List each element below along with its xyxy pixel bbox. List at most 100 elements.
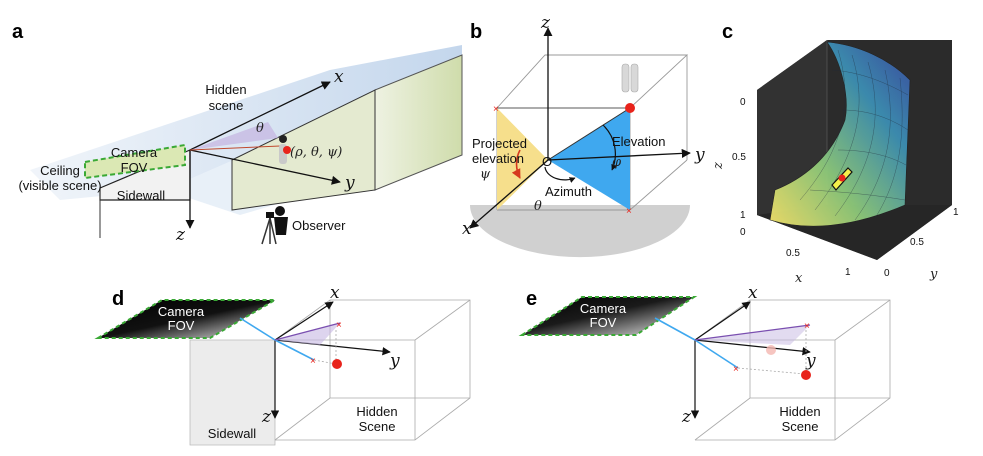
camera-fov-label-line1: Camera	[111, 145, 158, 160]
guide-line	[737, 367, 806, 375]
ray-blue	[654, 317, 696, 341]
target-point	[283, 146, 291, 154]
axis-x-label: x	[330, 283, 340, 303]
axis-y-label: y	[344, 173, 355, 193]
camera-fov-label-line1: Camera	[158, 304, 205, 319]
hidden-person-icon	[621, 63, 639, 93]
axis-y-label: y	[929, 267, 938, 282]
axis-x	[189, 81, 331, 151]
elevation-arc	[602, 124, 617, 171]
camera-fov-label-line2: FOV	[168, 318, 195, 333]
axis-y-label: y	[389, 351, 400, 371]
hidden-scene-label-line1: Hidden	[779, 404, 820, 419]
axis-x-label: x	[462, 219, 472, 239]
coords-label: (ρ, θ, ψ)	[290, 145, 342, 160]
axis-y	[189, 149, 341, 185]
x-tick-1: 0.5	[786, 248, 800, 259]
axis-x	[694, 301, 751, 341]
panel-d: d Camera FOV x y z × ×	[94, 283, 471, 446]
x-tick-0: 0	[740, 227, 746, 238]
axis-y	[694, 339, 811, 356]
ray-blue	[239, 317, 276, 341]
axis-x-label: x	[334, 67, 344, 87]
ray-blue-extension	[274, 339, 315, 361]
panel-e: e Camera FOV x y z × × H	[518, 283, 891, 441]
panel-label-d: d	[112, 288, 124, 310]
camera-fov-region	[84, 143, 186, 180]
y-tick-2: 0	[884, 268, 890, 279]
observer-camera-icon	[261, 206, 288, 245]
projection-wedge	[190, 122, 278, 150]
hidden-scene-label-line2: Scene	[782, 419, 819, 434]
proj-marker-bottom: ×	[626, 206, 632, 217]
ray-blue-extension	[694, 339, 739, 369]
panel-label-e: e	[526, 288, 537, 310]
sidewall-label: Sidewall	[208, 426, 257, 441]
axis-y	[547, 148, 691, 161]
azimuth-disk	[470, 205, 690, 258]
camera-fov-region	[94, 299, 279, 339]
projected-elevation-label-line2: elevation	[472, 151, 524, 166]
ray-line	[189, 145, 281, 151]
axis-z-label: z	[711, 162, 726, 170]
azimuth-arc	[544, 166, 576, 183]
target-point	[332, 359, 342, 369]
proj-marker: ×	[310, 356, 316, 367]
theta-label: θ	[256, 121, 264, 136]
projection-wedge	[275, 323, 340, 345]
panel-a: a x y z θ (ρ, θ, ψ) Hidden scene C	[12, 21, 463, 245]
panel-b: b z y x × ×	[462, 13, 705, 258]
axis-x-label: x	[795, 271, 803, 286]
sidewall	[189, 339, 276, 446]
elevation-label: Elevation	[612, 134, 665, 149]
camera-fov-label-line2: FOV	[121, 160, 148, 175]
axis-z-label: z	[261, 407, 272, 427]
ray-to-point	[547, 107, 631, 161]
hidden-scene-label-line1: Hidden	[356, 404, 397, 419]
proj-marker-left: ×	[493, 104, 499, 115]
projection-wedge	[695, 325, 810, 345]
faint-point	[766, 345, 776, 355]
z-tick-1: 0.5	[732, 152, 746, 163]
panel-label-b: b	[470, 21, 482, 43]
azimuth-label: Azimuth	[545, 184, 592, 199]
target-point	[801, 370, 811, 380]
axis-z-label: z	[175, 225, 186, 245]
sidewall-label: Sidewall	[117, 188, 166, 203]
hidden-scene-box	[694, 299, 891, 441]
projected-elevation-region	[497, 108, 548, 210]
camera-fov-region	[518, 296, 698, 336]
projected-elevation-arc	[511, 149, 521, 179]
panel-c: c 0 0.5 1 z 0 0.5 1 x 1 0.5	[711, 21, 959, 286]
surface-plot	[769, 41, 911, 227]
axis-x	[469, 159, 549, 229]
hidden-scene-box	[274, 299, 471, 441]
theta-label: θ	[534, 199, 542, 214]
axis-y-label: y	[694, 145, 705, 165]
target-point	[838, 174, 846, 182]
panel-label-a: a	[12, 21, 24, 43]
proj-marker: ×	[733, 364, 739, 375]
panel-label-c: c	[722, 21, 733, 43]
camera-fov-label-line1: Camera	[580, 301, 627, 316]
y-tick-0: 1	[953, 207, 959, 218]
observer-label: Observer	[292, 218, 346, 233]
x-tick-2: 1	[845, 267, 851, 278]
axis-y-label: y	[805, 351, 816, 371]
ray-purple	[694, 324, 811, 341]
ceiling-label-line2: (visible scene)	[18, 178, 101, 193]
y-tick-1: 0.5	[910, 237, 924, 248]
camera-fov-label-line2: FOV	[590, 315, 617, 330]
z-tick-0: 0	[740, 97, 746, 108]
hidden-scene-label-line1: Hidden	[205, 82, 246, 97]
axis-x	[274, 301, 334, 341]
surface-mesh	[799, 49, 909, 221]
hidden-scene-label-line2: scene	[209, 98, 244, 113]
axis-z-label: z	[681, 407, 692, 427]
proj-marker-top: ×	[336, 320, 342, 331]
ray-purple	[274, 322, 341, 341]
axis-x-label: x	[748, 283, 758, 303]
z-tick-2: 1	[740, 210, 746, 221]
proj-marker-top: ×	[804, 321, 810, 332]
